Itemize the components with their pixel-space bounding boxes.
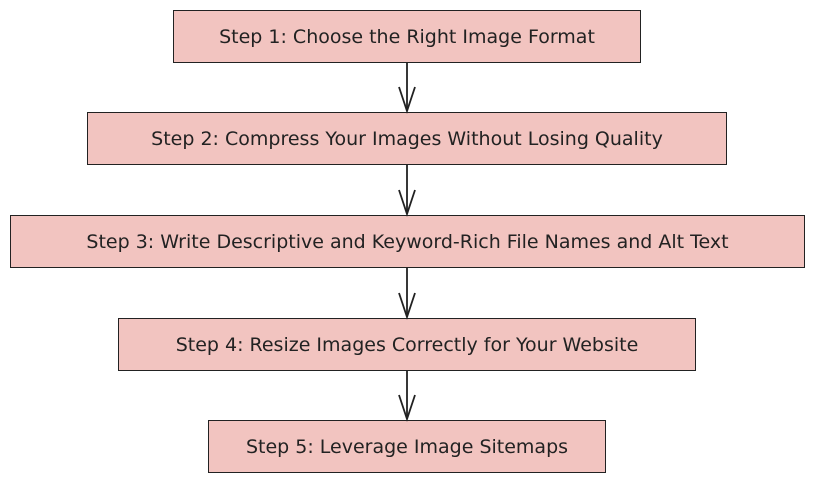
step-5-label: Step 5: Leverage Image Sitemaps (245, 435, 569, 458)
arrow-step3-to-step4 (398, 268, 416, 320)
step-1-label: Step 1: Choose the Right Image Format (219, 25, 595, 48)
arrow-step1-to-step2 (398, 63, 416, 114)
arrow-step4-to-step5 (398, 371, 416, 422)
step-2-box: Step 2: Compress Your Images Without Los… (87, 112, 727, 165)
arrow-step2-to-step3 (398, 165, 416, 217)
step-4-box: Step 4: Resize Images Correctly for Your… (118, 318, 696, 371)
step-3-label: Step 3: Write Descriptive and Keyword-Ri… (86, 230, 729, 253)
step-5-box: Step 5: Leverage Image Sitemaps (208, 420, 606, 473)
step-3-box: Step 3: Write Descriptive and Keyword-Ri… (10, 215, 805, 268)
step-1-box: Step 1: Choose the Right Image Format (173, 10, 641, 63)
step-2-label: Step 2: Compress Your Images Without Los… (151, 127, 663, 150)
step-4-label: Step 4: Resize Images Correctly for Your… (175, 333, 639, 356)
